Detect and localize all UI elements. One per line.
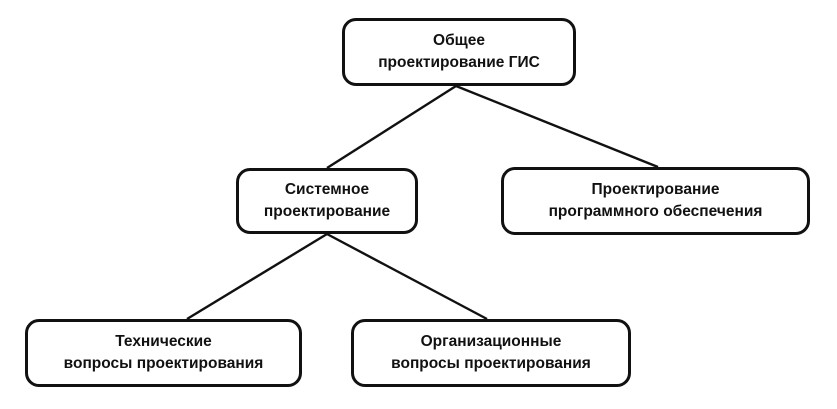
node-general-gis-design: Общее проектирование ГИС: [342, 18, 576, 86]
node-system-design: Системное проектирование: [236, 168, 418, 234]
edge-root-to-system: [326, 84, 457, 170]
edge-system-to-organizational: [326, 232, 488, 321]
node-software-design: Проектирование программного обеспечения: [501, 167, 810, 235]
edge-root-to-software: [455, 84, 659, 169]
node-organizational-issues: Организационные вопросы проектирования: [351, 319, 631, 387]
edge-system-to-technical: [186, 232, 328, 321]
node-technical-issues: Технические вопросы проектирования: [25, 319, 302, 387]
